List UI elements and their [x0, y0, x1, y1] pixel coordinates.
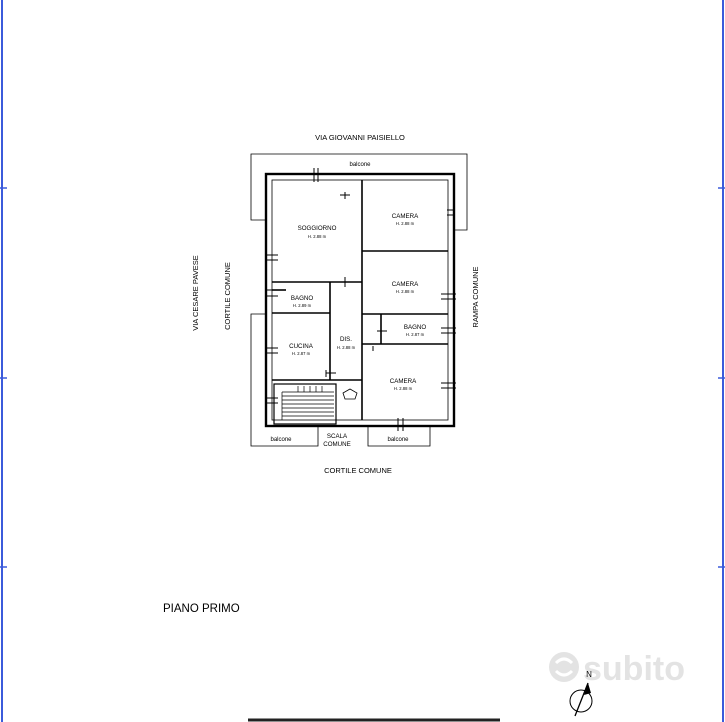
- stair-label-line2: COMUNE: [323, 441, 351, 448]
- room-height: H. 2.87 m: [292, 351, 311, 356]
- compass-label: N: [586, 670, 592, 679]
- room-camera-1: CAMERA H. 2.88 m: [392, 213, 419, 226]
- street-label-south: CORTILE COMUNE: [324, 466, 392, 475]
- balcony-bottom-right-outline: [367, 425, 431, 447]
- floor-title: PIANO PRIMO: [163, 603, 240, 615]
- room-bagno-1: BAGNO H. 2.89 m: [291, 295, 314, 308]
- room-bagno-2: BAGNO H. 2.87 m: [404, 324, 427, 337]
- stair-label-line1: SCALA: [327, 433, 348, 440]
- building-outline: [264, 172, 456, 428]
- room-camera-2: CAMERA H. 2.88 m: [392, 281, 419, 294]
- openings: [265, 168, 456, 431]
- room-soggiorno: SOGGIORNO H. 2.88 m: [298, 225, 337, 239]
- room-height: H. 2.88 m: [337, 345, 356, 350]
- watermark: subito: [549, 650, 685, 688]
- room-height: H. 2.88 m: [394, 386, 413, 391]
- north-arrow-icon: N: [569, 670, 593, 717]
- room-name: DIS.: [340, 336, 352, 343]
- street-label-east: RAMPA COMUNE: [471, 266, 480, 327]
- common-stair: [273, 383, 358, 425]
- room-name: CAMERA: [392, 213, 419, 220]
- stair-door-marker: [342, 388, 358, 400]
- room-height: H. 2.88 m: [396, 289, 415, 294]
- room-cucina: CUCINA H. 2.87 m: [289, 343, 314, 356]
- watermark-logo-icon: [549, 652, 579, 682]
- room-height: H. 2.89 m: [293, 303, 312, 308]
- balcony-label-top: balcone: [349, 162, 371, 168]
- room-name: SOGGIORNO: [298, 225, 337, 232]
- street-label-west-inner: CORTILE COMUNE: [223, 262, 232, 330]
- street-label-north: VIA GIOVANNI PAISIELLO: [315, 133, 405, 142]
- room-name: BAGNO: [404, 324, 427, 331]
- room-disimpegno: DIS. H. 2.88 m: [337, 336, 356, 350]
- room-height: H. 2.88 m: [308, 234, 327, 239]
- room-name: CUCINA: [289, 343, 314, 350]
- room-height: H. 2.88 m: [396, 221, 415, 226]
- room-name: BAGNO: [291, 295, 314, 302]
- room-camera-3: CAMERA H. 2.88 m: [390, 378, 417, 391]
- room-name: CAMERA: [390, 378, 417, 385]
- balcony-label-bottom-right: balcone: [387, 437, 409, 443]
- room-height: H. 2.87 m: [406, 332, 425, 337]
- street-label-west-outer: VIA CESARE PAVESE: [191, 255, 200, 331]
- outer-walls: [264, 172, 456, 428]
- room-name: CAMERA: [392, 281, 419, 288]
- balcony-outlines: [250, 153, 468, 447]
- watermark-text: subito: [583, 650, 685, 688]
- balcony-label-bottom-left: balcone: [270, 437, 292, 443]
